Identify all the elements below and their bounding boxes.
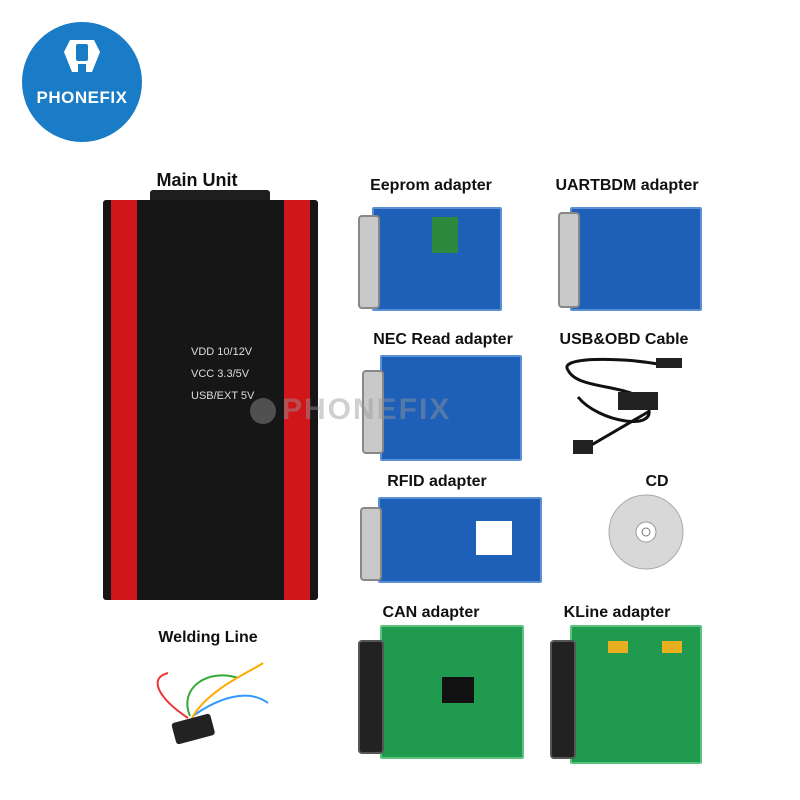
brand-name: PHONEFIX bbox=[36, 88, 128, 107]
uartbdm-label: UARTBDM adapter bbox=[555, 177, 699, 194]
spec-usb: USB/EXT 5V bbox=[191, 390, 255, 402]
eeprom-adapter-image bbox=[372, 207, 502, 311]
nec-connector bbox=[362, 370, 384, 454]
uartbdm-connector bbox=[558, 212, 580, 308]
eeprom-label: Eeprom adapter bbox=[370, 177, 492, 194]
cd-label: CD bbox=[645, 473, 669, 490]
main-unit-label: Main Unit bbox=[156, 170, 238, 190]
usb-obd-cable-image bbox=[565, 357, 682, 454]
nec-label: NEC Read adapter bbox=[373, 331, 513, 348]
can-connector bbox=[358, 640, 384, 754]
phone-wrench-icon bbox=[64, 40, 100, 72]
brand-logo: PHONEFIX bbox=[22, 22, 142, 142]
eeprom-connector bbox=[358, 215, 380, 309]
rfid-adapter-image bbox=[378, 497, 542, 583]
can-adapter-image bbox=[380, 625, 524, 759]
spec-vdd: VDD 10/12V bbox=[191, 346, 253, 358]
spec-vcc: VCC 3.3/5V bbox=[191, 368, 250, 380]
uartbdm-adapter-image bbox=[570, 207, 702, 311]
rfid-connector bbox=[360, 507, 382, 581]
main-unit-image: VDD 10/12V VCC 3.3/5V USB/EXT 5V bbox=[103, 200, 318, 600]
usbobd-label: USB&OBD Cable bbox=[559, 331, 689, 348]
nec-adapter-image bbox=[380, 355, 522, 461]
watermark: PHONEFIX bbox=[250, 393, 451, 427]
kline-connector bbox=[550, 640, 576, 759]
rfid-label: RFID adapter bbox=[387, 473, 487, 490]
cd-image bbox=[608, 494, 684, 570]
welding-line-image bbox=[156, 662, 269, 745]
kline-label: KLine adapter bbox=[563, 604, 671, 621]
can-label: CAN adapter bbox=[382, 604, 480, 621]
kline-adapter-image bbox=[570, 625, 702, 764]
welding-label: Welding Line bbox=[158, 629, 258, 646]
